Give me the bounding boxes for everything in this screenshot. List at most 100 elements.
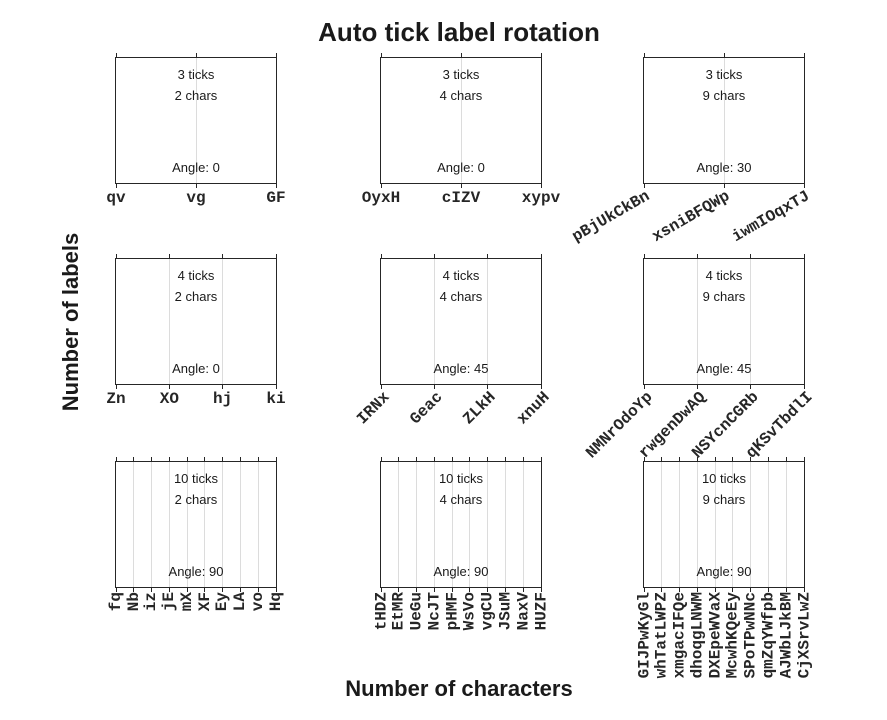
gridline — [204, 462, 206, 587]
tick-mark — [433, 385, 435, 389]
panel-ticks-count: 10 ticks — [701, 471, 747, 486]
panel-angle: Angle: 0 — [172, 361, 220, 376]
tick-mark — [380, 457, 382, 461]
gridline — [416, 462, 418, 587]
tick-mark — [133, 457, 135, 461]
tick-mark — [750, 457, 752, 461]
tick-mark — [433, 588, 435, 592]
panel-chars-count: 4 chars — [439, 88, 483, 103]
tick-label: Hq — [267, 592, 285, 612]
tick-mark — [275, 588, 277, 592]
tick-mark — [643, 457, 645, 461]
tick-label: vg — [186, 189, 206, 207]
tick-label: ZLkH — [459, 388, 500, 429]
tick-mark — [679, 588, 681, 592]
tick-mark — [723, 184, 725, 188]
tick-mark — [679, 457, 681, 461]
gridline — [661, 462, 663, 587]
tick-label: fq — [107, 592, 125, 612]
tick-label: LA — [231, 592, 250, 612]
tick-mark — [275, 385, 277, 389]
tick-mark — [803, 184, 805, 188]
panel-chars-count: 2 chars — [174, 289, 218, 304]
gridline — [732, 462, 734, 587]
tick-label: Geac — [406, 388, 447, 429]
tick-mark — [540, 385, 542, 389]
tick-label: WsVo — [460, 592, 479, 631]
tick-label: iz — [142, 592, 161, 612]
tick-mark — [504, 457, 506, 461]
tick-label: NaxV — [514, 592, 533, 631]
tick-mark — [398, 588, 400, 592]
tick-mark — [750, 254, 752, 258]
y-axis-label: Number of labels — [58, 232, 83, 412]
tick-mark — [714, 457, 716, 461]
tick-mark — [380, 254, 382, 258]
panel-ticks-count: 4 ticks — [177, 268, 215, 283]
tick-label: qmZqYWfpb — [759, 592, 778, 679]
tick-mark — [380, 588, 382, 592]
panel-chars-count: 2 chars — [174, 88, 218, 103]
tick-mark — [785, 588, 787, 592]
tick-mark — [803, 457, 805, 461]
tick-mark — [398, 457, 400, 461]
panel-angle: Angle: 45 — [696, 361, 752, 376]
tick-label: mX — [178, 592, 197, 612]
tick-mark — [504, 588, 506, 592]
panel-chars-count: 2 chars — [174, 492, 218, 507]
tick-label: EtMR — [389, 592, 408, 631]
tick-mark — [522, 588, 524, 592]
tick-label: iwmIOqxTJ — [728, 187, 813, 246]
tick-mark — [643, 53, 645, 57]
panel-chars-count: 9 chars — [702, 289, 746, 304]
x-axis-label: Number of characters — [345, 676, 573, 701]
panel-chars-count: 4 chars — [439, 492, 483, 507]
tick-mark — [643, 184, 645, 188]
gridline — [487, 259, 489, 384]
tick-mark — [186, 457, 188, 461]
gridline — [168, 462, 170, 587]
panel-chars-count: 9 chars — [702, 88, 746, 103]
tick-mark — [195, 184, 197, 188]
tick-mark — [115, 184, 117, 188]
tick-mark — [186, 588, 188, 592]
tick-mark — [696, 588, 698, 592]
panel-ticks-count: 3 ticks — [705, 67, 743, 82]
tick-mark — [487, 588, 489, 592]
tick-label: xnuH — [513, 388, 554, 429]
panel-angle: Angle: 90 — [696, 564, 752, 579]
tick-mark — [115, 385, 117, 389]
tick-mark — [115, 53, 117, 57]
tick-mark — [204, 588, 206, 592]
panel-ticks-count: 4 ticks — [442, 268, 480, 283]
tick-mark — [433, 457, 435, 461]
gridline — [504, 462, 506, 587]
tick-mark — [643, 385, 645, 389]
tick-label: jE — [160, 592, 179, 612]
gridline — [487, 462, 489, 587]
tick-label: IRNx — [353, 388, 394, 429]
tick-label: pHMF — [443, 592, 462, 631]
tick-label: cIZV — [441, 189, 481, 207]
tick-mark — [732, 588, 734, 592]
gridline — [433, 259, 435, 384]
gridline — [750, 259, 752, 384]
tick-mark — [239, 588, 241, 592]
tick-mark — [239, 457, 241, 461]
gridline — [696, 259, 698, 384]
tick-mark — [133, 588, 135, 592]
tick-mark — [275, 254, 277, 258]
tick-label: qv — [106, 189, 126, 207]
gridline — [460, 58, 462, 183]
tick-mark — [643, 254, 645, 258]
tick-label: dhoqgLNWM — [688, 592, 707, 679]
tick-label: Ey — [213, 592, 232, 612]
tick-label: vo — [249, 592, 268, 612]
tick-label: SPoTPwNNc — [741, 592, 760, 679]
tick-label: tHDZ — [372, 592, 390, 631]
